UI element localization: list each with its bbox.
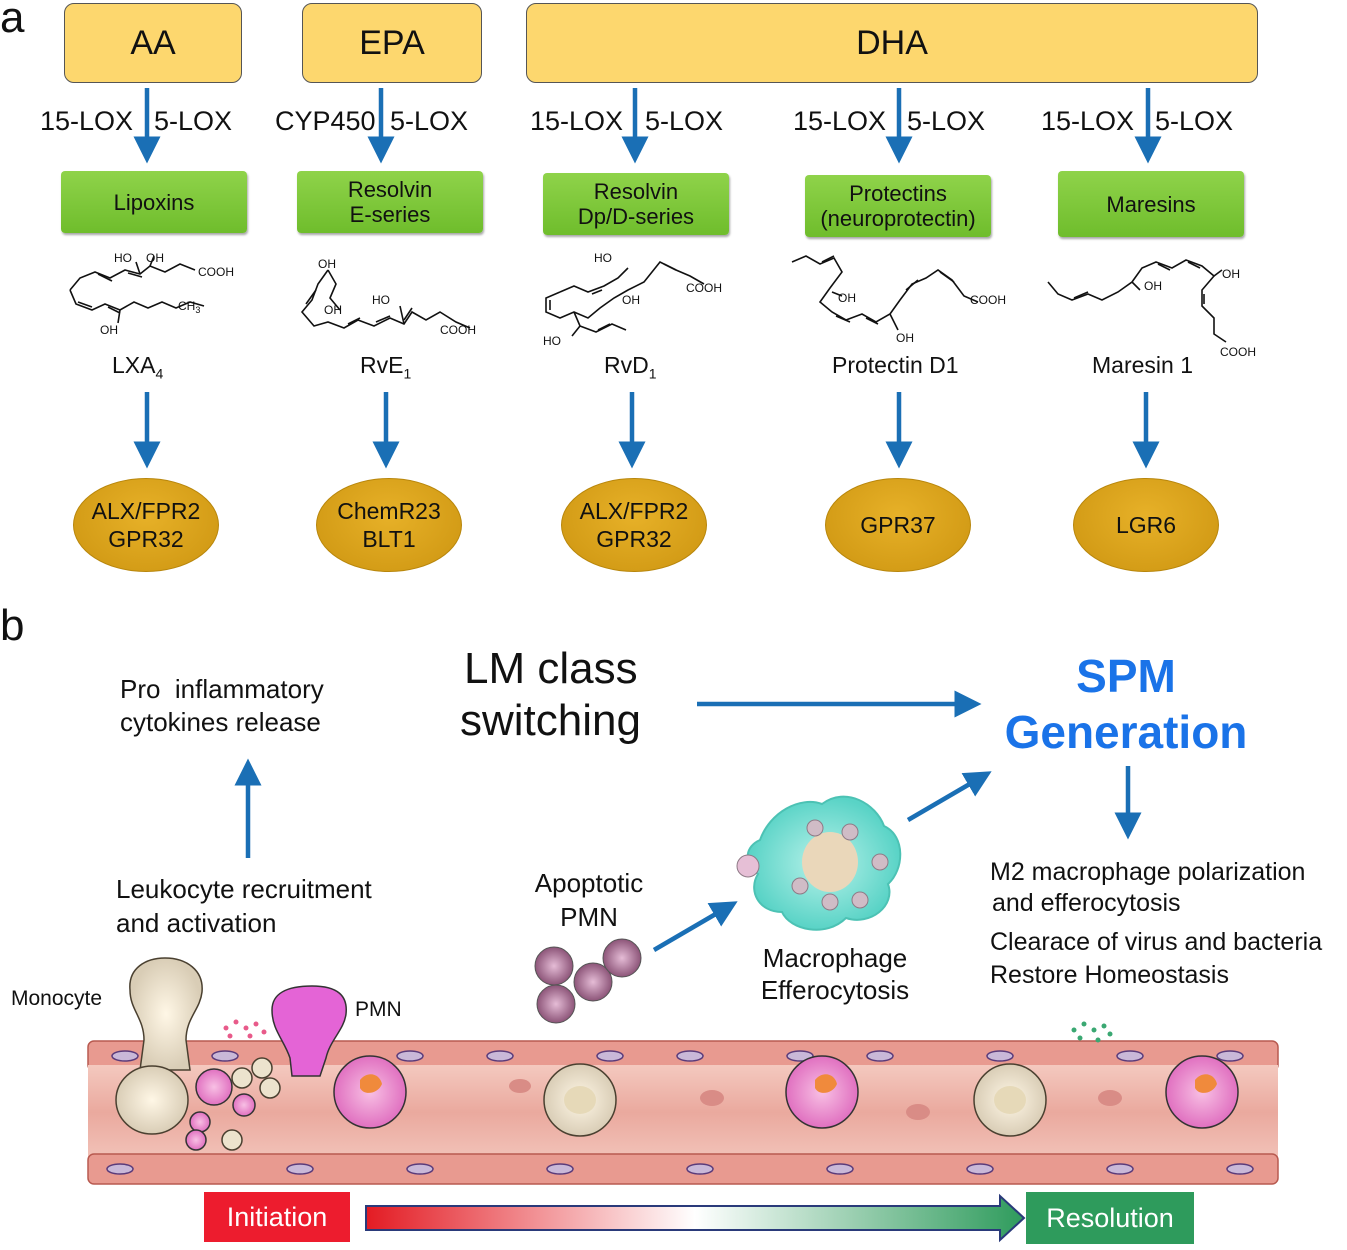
enzyme-15lox-5: 15-LOX <box>1041 106 1135 136</box>
maresin-structure <box>1047 259 1227 343</box>
apoptotic-pmn-text: Apoptotic PMN <box>534 868 644 932</box>
svg-text:COOH: COOH <box>198 265 234 279</box>
macrophage-text: Macrophage Efferocytosis <box>760 943 910 1005</box>
class-resolvin-d: Resolvin Dp/D-series <box>543 173 729 235</box>
enzyme-cyp450: CYP450 <box>275 106 376 136</box>
blood-vessel <box>87 1040 1279 1185</box>
pro-inflammatory-text: Pro inflammatory cytokines release <box>120 674 324 737</box>
protectin-structure <box>791 255 979 331</box>
class-protectins: Protectins (neuroprotectin) <box>805 175 991 237</box>
red-cells <box>509 1079 1122 1120</box>
enzyme-15lox-4: 15-LOX <box>793 106 887 136</box>
enzyme-5lox-2: 5-LOX <box>390 106 469 136</box>
panel-a-letter: a <box>0 0 25 42</box>
svg-text:OH: OH <box>838 291 856 305</box>
monocyte-cells <box>115 957 1047 1151</box>
enzyme-5lox-1: 5-LOX <box>154 106 233 136</box>
svg-text:COOH: COOH <box>970 293 1006 307</box>
leukocyte-text: Leukocyte recruitment and activation <box>116 874 372 938</box>
compound-lxa4: LXA4 <box>112 352 164 382</box>
initiation-resolution-arrow <box>365 1193 1026 1243</box>
lxa4-labels: HO OH COOH CH3 OH <box>100 251 234 337</box>
panel-b-letter: b <box>0 601 25 650</box>
svg-text:CH3: CH3 <box>178 299 200 315</box>
svg-text:OH: OH <box>1222 267 1240 281</box>
svg-text:HO: HO <box>114 251 132 265</box>
monocyte-label: Monocyte <box>11 987 103 1010</box>
svg-text:HO: HO <box>594 251 612 265</box>
apoptotic-pmn-cells <box>534 938 642 1024</box>
svg-text:HO: HO <box>372 293 390 307</box>
svg-text:COOH: COOH <box>686 281 722 295</box>
pmn-cells <box>185 985 1239 1151</box>
maresin-labels: OH OH COOH <box>1144 267 1256 359</box>
receptor-gpr37: GPR37 <box>825 478 971 572</box>
svg-text:OH: OH <box>324 303 342 317</box>
initiation-box: Initiation <box>204 1192 350 1242</box>
compound-rvd1: RvD1 <box>604 352 657 382</box>
rvd1-structure <box>545 260 705 337</box>
svg-text:COOH: COOH <box>440 323 476 337</box>
svg-text:OH: OH <box>100 323 118 337</box>
svg-text:OH: OH <box>318 257 336 271</box>
cytokine-dots <box>223 1019 267 1039</box>
protectin-labels: OH COOH OH <box>838 291 1006 345</box>
fatty-acid-epa: EPA <box>302 3 482 83</box>
panel-a-graphics: HO OH COOH CH3 OH OH OH HO COOH HO OH CO… <box>69 88 1256 469</box>
outcomes-text: M2 macrophage polarization and efferocyt… <box>990 858 1323 989</box>
lxa4-structure <box>69 255 205 324</box>
spm-dots <box>1071 1021 1113 1043</box>
enzyme-15lox-1: 15-LOX <box>40 106 134 136</box>
enzyme-5lox-4: 5-LOX <box>907 106 986 136</box>
fatty-acid-dha: DHA <box>526 3 1258 83</box>
lm-class-switching: LM class switching <box>460 644 641 745</box>
rve1-labels: OH OH HO COOH <box>318 257 476 337</box>
svg-text:COOH: COOH <box>1220 345 1256 359</box>
enzyme-5lox-5: 5-LOX <box>1155 106 1234 136</box>
rvd1-labels: HO OH COOH HO <box>543 251 722 348</box>
class-resolvin-e: Resolvin E-series <box>297 171 483 233</box>
compound-maresin-1: Maresin 1 <box>1092 352 1193 378</box>
svg-text:OH: OH <box>146 251 164 265</box>
compound-rve1: RvE1 <box>360 352 412 382</box>
fatty-acid-aa: AA <box>64 3 242 83</box>
class-maresins: Maresins <box>1058 171 1244 237</box>
svg-text:HO: HO <box>543 334 561 348</box>
enzyme-15lox-3: 15-LOX <box>530 106 624 136</box>
receptor-lgr6: LGR6 <box>1073 478 1219 572</box>
compound-protectin-d1: Protectin D1 <box>832 352 959 378</box>
svg-text:OH: OH <box>1144 279 1162 293</box>
enzyme-5lox-3: 5-LOX <box>645 106 724 136</box>
svg-text:OH: OH <box>896 331 914 345</box>
pmn-label: PMN <box>355 998 402 1021</box>
spm-generation: SPM Generation <box>1004 650 1248 758</box>
macrophage-cell <box>736 795 902 931</box>
class-lipoxins: Lipoxins <box>61 171 247 233</box>
rve1-structure <box>300 269 471 329</box>
panel-b-arrows <box>234 690 1142 952</box>
panel-a-arrows <box>133 88 1162 469</box>
panel-b-graphics <box>87 690 1279 1243</box>
resolution-box: Resolution <box>1026 1192 1194 1244</box>
svg-text:OH: OH <box>622 293 640 307</box>
